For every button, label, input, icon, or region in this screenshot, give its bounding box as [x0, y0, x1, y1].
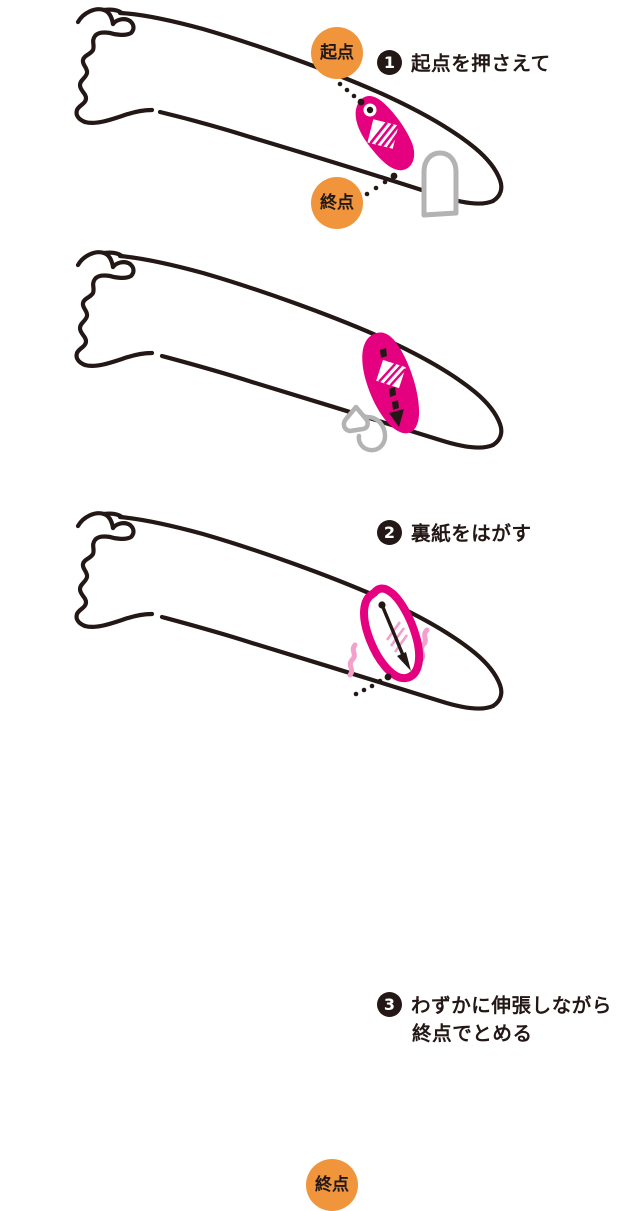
leader-line-start [337, 81, 365, 106]
step-panel-3: 終点 3 わずかに伸張しながら 終点でとめる [0, 480, 640, 1211]
end-point-label: 終点 [306, 1159, 358, 1211]
tape-piece [355, 96, 415, 171]
arm-outline [74, 250, 504, 450]
leader-line-end [353, 673, 392, 697]
step-panel-1: 起点 終点 1 起点を押さえて [0, 0, 640, 232]
step-1-text: 起点を押さえて [411, 52, 551, 75]
fingertip-marker-dot [366, 106, 374, 114]
step-3-badge: 3 [377, 992, 402, 1017]
arm-outline [74, 511, 504, 711]
backing-stripes [376, 359, 407, 389]
step-panel-2: 2 裏紙をはがす [0, 235, 640, 545]
step-3-text-line-1: わずかに伸張しながら [411, 994, 613, 1017]
step-3-caption: 3 わずかに伸張しながら 終点でとめる [377, 992, 612, 1048]
start-point-label: 起点 [311, 27, 363, 79]
leader-line-end [364, 172, 398, 197]
step-1-badge: 1 [377, 50, 402, 75]
forearm-illustration-2 [74, 250, 504, 453]
step-2-badge: 2 [377, 520, 402, 545]
stretch-arrow [378, 601, 411, 671]
finger-icon [421, 150, 459, 218]
step-2-text: 裏紙をはがす [411, 522, 532, 545]
step-1-caption: 1 起点を押さえて [377, 50, 551, 78]
forearm-illustration-1 [74, 7, 504, 218]
forearm-illustration-3 [74, 511, 504, 711]
backing-paper-icon [341, 404, 388, 453]
step-3-text: わずかに伸張しながら 終点でとめる [411, 992, 612, 1048]
tape-piece [360, 584, 424, 683]
backing-stripes [367, 119, 401, 149]
tape-piece [362, 332, 420, 434]
step-3-text-line-2: 終点でとめる [412, 1022, 533, 1045]
step-2-caption: 2 裏紙をはがす [377, 520, 532, 548]
end-point-label: 終点 [311, 177, 363, 229]
